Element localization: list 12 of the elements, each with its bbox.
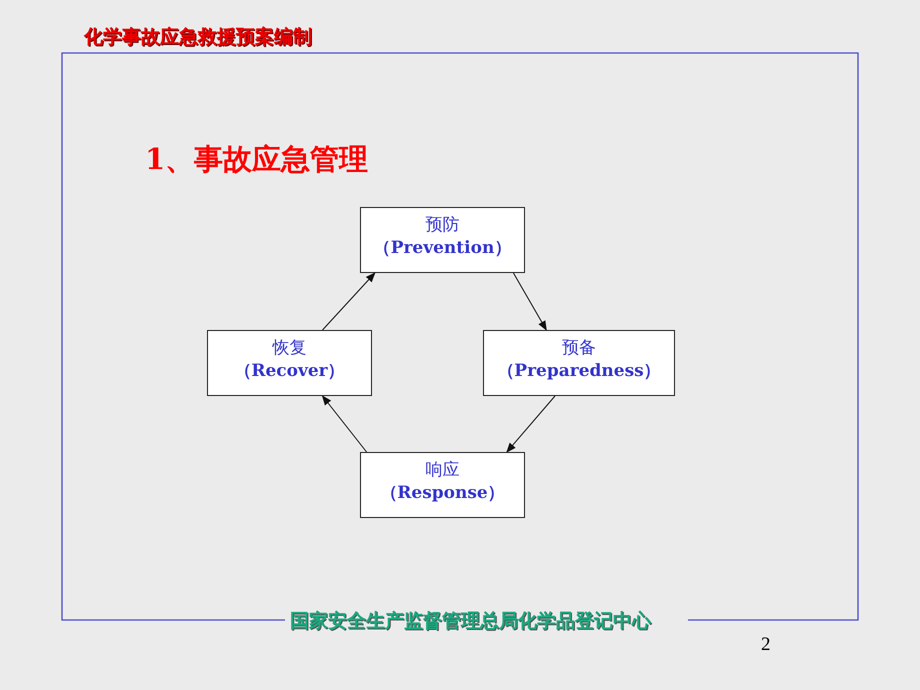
slide-title: 1、事故应急管理 — [145, 141, 368, 178]
arrow — [512, 272, 547, 331]
cycle-box: 预防 （Prevention） — [360, 207, 525, 273]
header-text: 化学事故应急救援预案编制 — [84, 25, 312, 50]
arrow — [506, 396, 556, 453]
cycle-box: 预备 （Preparedness） — [483, 330, 675, 396]
arrow — [322, 395, 368, 452]
page-number: 2 — [761, 634, 770, 656]
cycle-box: 恢复 （Recover） — [207, 330, 372, 396]
arrow — [322, 272, 376, 330]
footer-text: 国家安全生产监督管理总局化学品登记中心 — [290, 609, 651, 634]
cycle-box: 响应 （Response） — [360, 452, 525, 518]
